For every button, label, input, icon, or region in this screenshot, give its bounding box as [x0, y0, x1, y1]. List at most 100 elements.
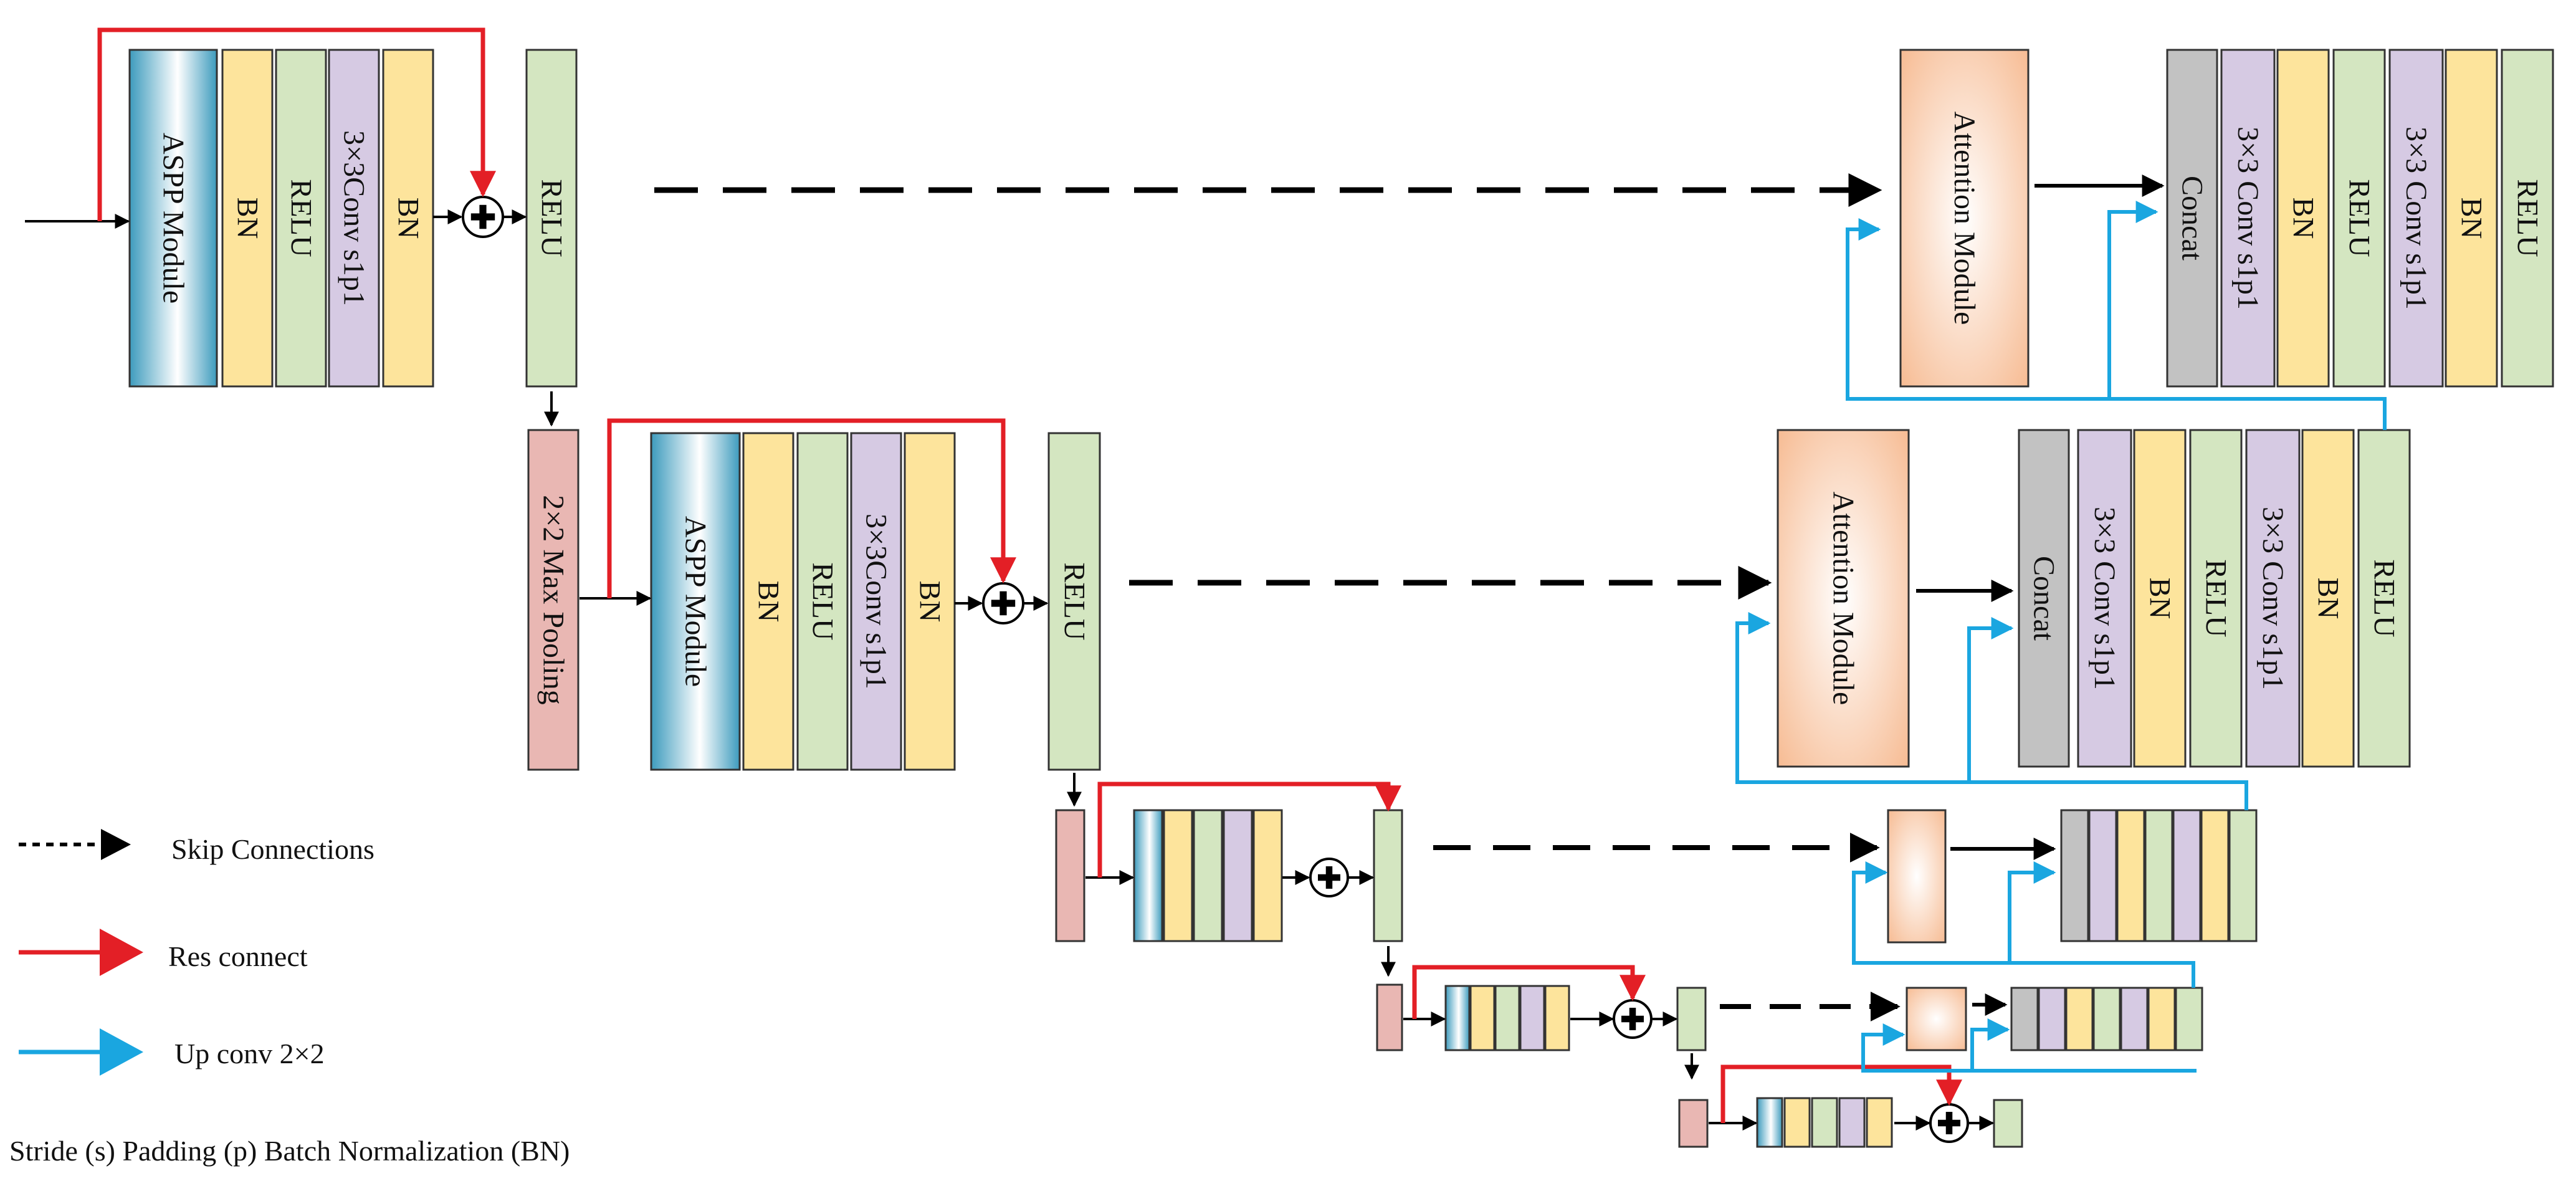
l1-sum-node: [462, 196, 504, 238]
d3-concat-0-rect: [2060, 809, 2089, 942]
d3-attention-module: [1887, 809, 1947, 944]
l1-relu-out-rect: [525, 49, 578, 388]
d1-bn-1: BN: [2276, 49, 2330, 388]
l1-relu-1: RELU: [275, 49, 327, 388]
d3-concat-0: [2060, 809, 2089, 942]
d1-bn-1-label: BN: [2287, 198, 2320, 239]
d1-relu-2-rect: [2501, 49, 2554, 388]
d4-bn-5-rect: [2147, 987, 2176, 1051]
l2-max-pooling-rect: [527, 429, 580, 771]
l4-relu-1: [1494, 985, 1520, 1051]
l5-conv: [1838, 1097, 1866, 1148]
l3-conv: [1223, 809, 1253, 942]
l4-relu-1-rect: [1494, 985, 1520, 1051]
d2-bn-2-rect: [2301, 429, 2355, 768]
l5-relu-out: [1993, 1099, 2023, 1148]
legend: Skip Connections Res connect Up conv 2×2: [19, 829, 374, 1076]
l3-max-pooling-rect: [1055, 809, 1085, 942]
d2-relu-1-rect: [2189, 429, 2243, 768]
d4-relu-3: [2092, 987, 2121, 1051]
d4-upconv-to-concat: [1970, 1018, 2010, 1071]
l5-bn-2: [1866, 1097, 1893, 1148]
l3-bn-2: [1252, 809, 1283, 942]
l1-bn-2-rect: [382, 49, 434, 388]
d2-upconv-to-concat: [1967, 617, 2014, 782]
legend-res-label: Res connect: [168, 940, 308, 972]
d3-bn-2: [2116, 809, 2145, 942]
d1-bn-2-rect: [2445, 49, 2498, 388]
l5-bn-1: [1783, 1097, 1811, 1148]
l2-bn-2-label: BN: [914, 581, 947, 623]
d3-bn-2-rect: [2116, 809, 2145, 942]
footer-note: Stride (s) Padding (p) Batch Normalizati…: [9, 1135, 570, 1167]
legend-res-arrowhead: [100, 929, 143, 976]
d4-relu-6-rect: [2175, 987, 2203, 1051]
legend-upconv-arrowhead: [100, 1028, 143, 1076]
l3-bn-2-rect: [1252, 809, 1283, 942]
d1-bn-2: BN: [2445, 49, 2498, 388]
legend-skip-arrowhead: [101, 829, 131, 860]
l4-bn-2-rect: [1544, 985, 1570, 1051]
d1-attention-module-label: Attention Module: [1948, 112, 1981, 325]
d1-concat: Concat: [2166, 49, 2218, 388]
d2-bn-1: BN: [2133, 429, 2187, 768]
d2-relu-2-label: RELU: [2368, 559, 2401, 637]
d1-concat-rect: [2166, 49, 2218, 388]
d2-attention-module-rect: [1777, 429, 1910, 768]
d4-concat-0-rect: [2010, 987, 2039, 1051]
l5-conv-rect: [1838, 1097, 1866, 1148]
l5-bn-1-rect: [1783, 1097, 1811, 1148]
l4-bn-1-rect: [1469, 985, 1496, 1051]
d2-conv-1-label: 3×3 Conv s1p1: [2088, 507, 2121, 690]
l5-max-pooling: [1678, 1099, 1709, 1148]
l2-conv-rect: [850, 432, 902, 771]
d1-relu-1-rect: [2332, 49, 2386, 388]
legend-skip-label: Skip Connections: [171, 833, 374, 865]
l1-relu-1-label: RELU: [285, 179, 318, 257]
d2-concat: Concat: [2018, 429, 2070, 768]
l1-aspp-module-label: ASPP Module: [157, 133, 190, 304]
l3-conv-rect: [1223, 809, 1253, 942]
d3-conv-1-rect: [2088, 809, 2117, 942]
l4-res-connect: [1412, 965, 1646, 1019]
d3-relu-6: [2228, 809, 2258, 942]
d2-conv-2-label: 3×3 Conv s1p1: [2256, 507, 2289, 690]
d2-relu-1-label: RELU: [2200, 559, 2233, 637]
d1-attention-module-rect: [1899, 49, 2030, 388]
d1-bn-2-label: BN: [2455, 198, 2488, 239]
l2-bn-2-rect: [904, 432, 956, 771]
l1-bn-1-rect: [221, 49, 274, 388]
l3-aspp-module-rect: [1133, 809, 1163, 942]
d1-attention-module: Attention Module: [1899, 49, 2030, 388]
l2-bn-1-rect: [742, 432, 794, 771]
l3-relu-1-rect: [1193, 809, 1223, 942]
l2-aspp-module-label: ASPP Module: [679, 516, 712, 687]
d2-conv-1: 3×3 Conv s1p1: [2077, 429, 2132, 768]
l2-relu-1-rect: [796, 432, 849, 771]
l4-bn-1: [1469, 985, 1496, 1051]
l1-relu-1-rect: [275, 49, 327, 388]
l3-bn-1: [1163, 809, 1193, 942]
l1-conv: 3×3Conv s1p1: [328, 49, 380, 388]
d2-bn-2-label: BN: [2312, 578, 2345, 619]
l4-max-pooling-rect: [1376, 983, 1403, 1051]
l2-conv-label: 3×3Conv s1p1: [860, 514, 893, 689]
l1-bn-1-label: BN: [231, 198, 264, 239]
l1-bn-2: BN: [382, 49, 434, 388]
d2-conv-1-rect: [2077, 429, 2132, 768]
l4-relu-out-rect: [1676, 987, 1707, 1051]
l5-max-pooling-rect: [1678, 1099, 1709, 1148]
d1-conv-2-rect: [2388, 49, 2444, 388]
l3-relu-1: [1193, 809, 1223, 942]
d3-bn-5: [2200, 809, 2230, 942]
l1-conv-rect: [328, 49, 380, 388]
d3-conv-4: [2172, 809, 2202, 942]
l4-conv: [1519, 985, 1545, 1051]
d4-concat-0: [2010, 987, 2039, 1051]
d2-relu-2-rect: [2357, 429, 2411, 768]
d3-conv-1: [2088, 809, 2117, 942]
l5-res-connect: [1720, 1064, 1962, 1123]
d2-relu-2: RELU: [2357, 429, 2411, 768]
d2-conv-2-rect: [2245, 429, 2301, 768]
